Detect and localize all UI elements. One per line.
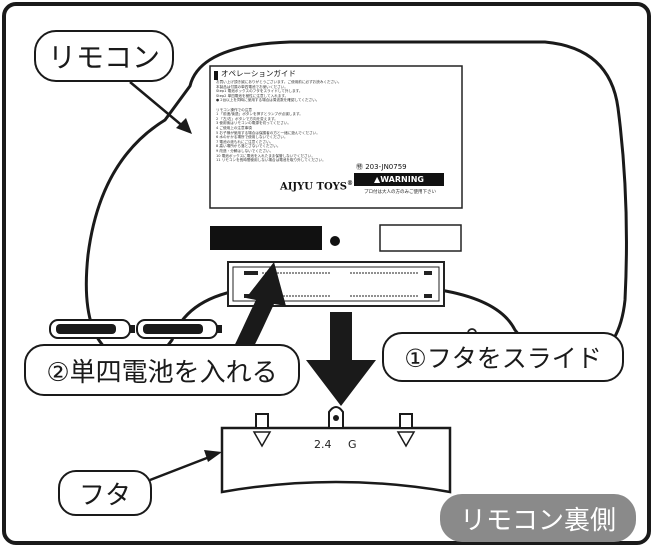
remote-label: リモコン — [34, 30, 174, 82]
lid-pointer-line — [149, 454, 213, 482]
sticker-line: 6 水のかかる場所で使用しないでください。 — [216, 135, 288, 140]
sticker-text: オペレーションガイド お買い上げ頂き誠にありがとうございます。ご使用前に必ずお読… — [214, 68, 460, 206]
sticker-line: 本製品は付属の単四電池でお使いください。 — [216, 84, 288, 89]
back-side-badge: リモコン裏側 — [440, 494, 636, 542]
sticker-line: Step2 単四電池を極性に注意して入れます。 — [216, 93, 289, 98]
black-label-strip — [210, 226, 322, 250]
sticker-line: Step1 電池ボックスのフタをスライドして外します。 — [216, 89, 303, 94]
sticker-line: リモコン操作での注意 — [216, 107, 252, 112]
indicator-dot — [330, 236, 340, 246]
lid-frequency: 2.4 — [314, 438, 332, 451]
battery-lid — [220, 426, 452, 494]
lid-unit: G — [348, 438, 357, 451]
sticker-line: 10 電池ボックスに電池を入れたまま保管しないでください。 — [216, 153, 315, 158]
remote-pointer-line — [129, 81, 186, 129]
slide-down-arrow-icon — [306, 312, 376, 406]
sticker-line: 4 ご使用上の注意事項 — [216, 125, 252, 130]
battery-2 — [136, 319, 222, 339]
sticker-line: 9 改造・分解はしないでください。 — [216, 148, 274, 153]
warning-badge: ▲WARNING — [354, 173, 444, 186]
slide-lid-label: ①フタをスライド — [382, 332, 624, 382]
insert-battery-label: ②単四電池を入れる — [24, 344, 300, 396]
sticker-line: ● 2台以上を同時に使用する場合は周波数を確認してください。 — [216, 98, 320, 103]
sticker-line: 8 高い場所から落とさないでください。 — [216, 144, 281, 149]
lid-label: フタ — [58, 470, 152, 516]
sticker-line: 1 「前進/後退」ボタンを押すとランプが点滅します。 — [216, 112, 303, 117]
sticker-line: 3 使用後はリモコンの電源を切ってください。 — [216, 121, 292, 126]
sticker-cert: ㊕ 203-JN0759 — [356, 163, 407, 171]
sticker-line: お買い上げ頂き誠にありがとうございます。ご使用前に必ずお読みください。 — [216, 80, 342, 84]
sticker-line: 11 リモコンを長時間使用しない場合は電池を取り外してください。 — [216, 158, 326, 163]
sticker-title: オペレーションガイド — [221, 69, 296, 78]
sticker-line: 2 「左/右」ボタンで方向を変えます。 — [216, 116, 278, 121]
white-label-box — [379, 224, 462, 252]
sticker-brand: AIJYU TOYS® — [280, 180, 354, 193]
warning-subtext: プロ付は大人の方のみご使用下さい — [364, 190, 436, 195]
sticker-line: 5 お子様が使用する場合は保護者の方と一緒に遊んでください。 — [216, 130, 320, 135]
lid-triangle-right — [396, 431, 416, 448]
lid-triangle-left — [252, 431, 272, 448]
sticker-lines: お買い上げ頂き誠にありがとうございます。ご使用前に必ずお読みください。本製品は付… — [216, 80, 460, 163]
battery-1 — [49, 319, 135, 339]
sticker-line: 7 電池の液もれにご注意ください。 — [216, 139, 274, 144]
